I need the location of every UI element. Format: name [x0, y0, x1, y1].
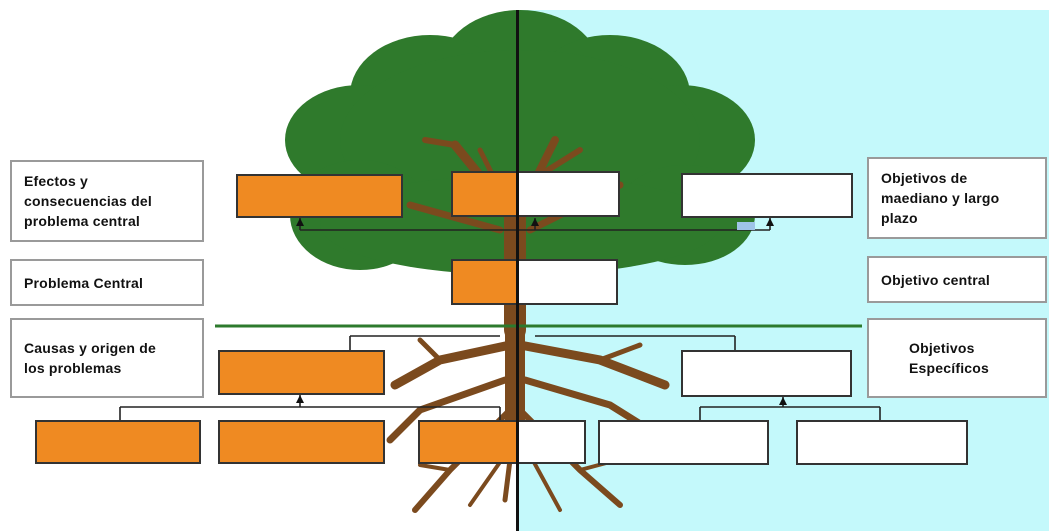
- effect-box: [236, 174, 403, 218]
- central-objective-box: [518, 259, 618, 305]
- specific-objectives-label: Objetivos Específicos: [867, 318, 1047, 398]
- small-blue-marker: [737, 222, 755, 230]
- central-objective-label: Objetivo central: [867, 256, 1047, 303]
- specific-objective-box: [518, 420, 586, 464]
- causes-label: Causas y origen de los problemas: [10, 318, 204, 398]
- central-problem-label: Problema Central: [10, 259, 204, 306]
- objective-box: [681, 173, 853, 218]
- effect-box: [451, 171, 520, 217]
- cause-box: [218, 350, 385, 395]
- effects-label: Efectos y consecuencias del problema cen…: [10, 160, 204, 242]
- arrow-up-icon: [531, 218, 539, 226]
- arrow-up-icon: [766, 218, 774, 226]
- central-problem-box: [451, 259, 520, 305]
- arrowheads: [296, 218, 787, 405]
- specific-objective-box: [681, 350, 852, 397]
- arrow-up-icon: [296, 218, 304, 226]
- center-vertical-line: [516, 10, 519, 531]
- arrow-up-icon: [779, 397, 787, 405]
- specific-objective-box: [796, 420, 968, 465]
- objective-box: [518, 171, 620, 217]
- cause-box: [35, 420, 201, 464]
- cause-box: [418, 420, 520, 464]
- medium-long-term-objectives-label: Objetivos de maediano y largo plazo: [867, 157, 1047, 239]
- specific-objective-box: [598, 420, 769, 465]
- tree-roots: [386, 310, 670, 513]
- arrow-up-icon: [296, 395, 304, 403]
- cause-box: [218, 420, 385, 464]
